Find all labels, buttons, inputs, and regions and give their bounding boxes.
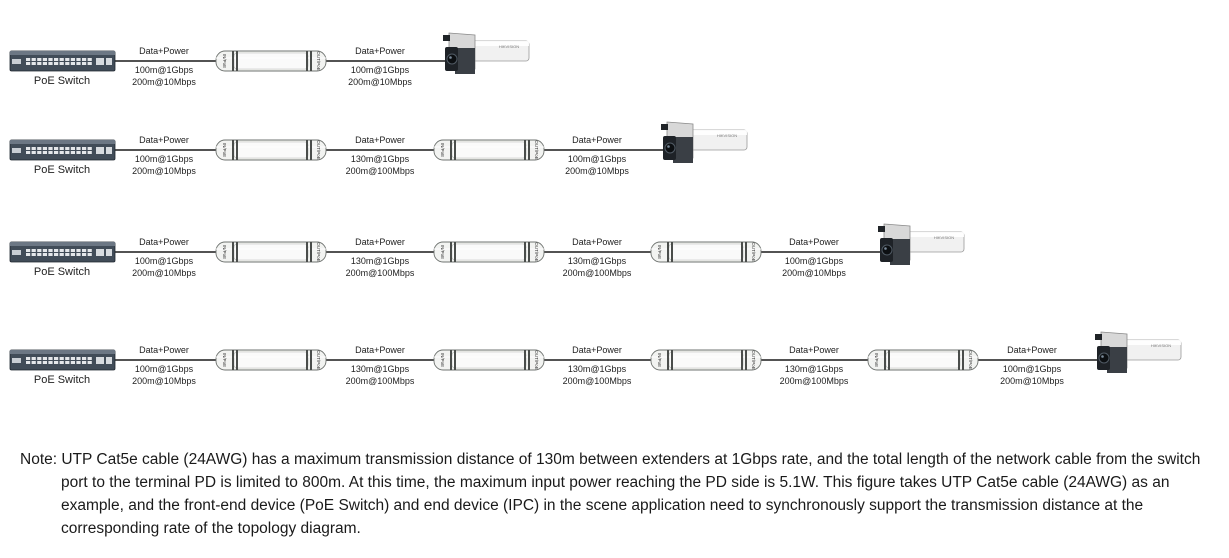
extender-out-port-label: OUT/PoE: [534, 140, 539, 159]
segment-label: Data+Power: [572, 345, 622, 355]
segment-rate-secondary: 200m@100Mbps: [780, 376, 849, 386]
camera-lens: [446, 53, 458, 65]
segment-rate-secondary: 200m@10Mbps: [132, 376, 196, 386]
segment-label: Data+Power: [355, 46, 405, 56]
segment-rate-secondary: 200m@10Mbps: [132, 268, 196, 278]
segment-rate-primary: 100m@1Gbps: [135, 256, 194, 266]
camera-lens: [664, 142, 676, 154]
segment-rate-primary: 130m@1Gbps: [785, 364, 844, 374]
poe-switch: PoE Switch: [9, 349, 116, 386]
ethernet-extender: IN/PoE OUT/PoE: [433, 349, 545, 371]
segment-label: Data+Power: [789, 345, 839, 355]
extender-out-port-label: OUT/PoE: [751, 242, 756, 261]
segment-label: Data+Power: [355, 237, 405, 247]
extender-out-port-label: OUT/PoE: [316, 242, 321, 261]
note-continuation: port to the terminal PD is limited to 80…: [61, 474, 1170, 537]
segment-rate-secondary: 200m@100Mbps: [346, 268, 415, 278]
poe-switch: PoE Switch: [9, 139, 116, 176]
ethernet-extender: IN/PoE OUT/PoE: [433, 241, 545, 263]
extender-out-port-label: OUT/PoE: [751, 350, 756, 369]
segment-label: Data+Power: [355, 345, 405, 355]
extender-out-port-label: OUT/PoE: [316, 350, 321, 369]
poe-switch-label: PoE Switch: [34, 266, 90, 278]
segment-label: Data+Power: [139, 135, 189, 145]
note-text: Note: UTP Cat5e cable (24AWG) has a maxi…: [20, 448, 1215, 540]
segment-label: Data+Power: [572, 237, 622, 247]
segment-rate-secondary: 200m@100Mbps: [346, 166, 415, 176]
segment-rate-primary: 100m@1Gbps: [351, 65, 410, 75]
segment-rate-secondary: 200m@10Mbps: [348, 77, 412, 87]
segment-rate-primary: 130m@1Gbps: [568, 364, 627, 374]
segment-rate-primary: 100m@1Gbps: [135, 364, 194, 374]
camera-brand-label: HIKVISION: [717, 133, 737, 138]
segment-rate-primary: 100m@1Gbps: [785, 256, 844, 266]
extender-in-port-label: IN/PoE: [440, 353, 445, 367]
segment-label: Data+Power: [1007, 345, 1057, 355]
segment-rate-secondary: 200m@10Mbps: [132, 166, 196, 176]
segment-label: Data+Power: [355, 135, 405, 145]
ethernet-extender: IN/PoE OUT/PoE: [215, 241, 327, 263]
extender-out-port-label: OUT/PoE: [316, 140, 321, 159]
segment-rate-primary: 100m@1Gbps: [568, 154, 627, 164]
segment-rate-primary: 130m@1Gbps: [351, 154, 410, 164]
segment-label: Data+Power: [139, 237, 189, 247]
poe-switch: PoE Switch: [9, 50, 116, 87]
extender-in-port-label: IN/PoE: [222, 54, 227, 68]
extender-out-port-label: OUT/PoE: [534, 242, 539, 261]
ip-camera: HIKVISION: [1095, 331, 1182, 373]
segment-rate-primary: 100m@1Gbps: [1003, 364, 1062, 374]
extender-out-port-label: OUT/PoE: [534, 350, 539, 369]
extender-in-port-label: IN/PoE: [440, 143, 445, 157]
extender-in-port-label: IN/PoE: [657, 245, 662, 259]
ip-camera: HIKVISION: [443, 32, 530, 74]
camera-brand-label: HIKVISION: [1151, 343, 1171, 348]
extender-out-port-label: OUT/PoE: [968, 350, 973, 369]
segment-rate-secondary: 200m@100Mbps: [346, 376, 415, 386]
segment-label: Data+Power: [572, 135, 622, 145]
segment-label: Data+Power: [139, 345, 189, 355]
note-first-line: Note: UTP Cat5e cable (24AWG) has a maxi…: [20, 451, 1201, 468]
segment-rate-secondary: 200m@10Mbps: [1000, 376, 1064, 386]
ethernet-extender: IN/PoE OUT/PoE: [433, 139, 545, 161]
poe-switch-label: PoE Switch: [34, 164, 90, 176]
segment-rate-secondary: 200m@100Mbps: [563, 268, 632, 278]
poe-switch-label: PoE Switch: [34, 75, 90, 87]
extender-in-port-label: IN/PoE: [222, 245, 227, 259]
segment-label: Data+Power: [789, 237, 839, 247]
poe-switch: PoE Switch: [9, 241, 116, 278]
segment-rate-primary: 130m@1Gbps: [351, 256, 410, 266]
segment-rate-secondary: 200m@100Mbps: [563, 376, 632, 386]
extender-in-port-label: IN/PoE: [657, 353, 662, 367]
extender-in-port-label: IN/PoE: [222, 353, 227, 367]
segment-rate-primary: 130m@1Gbps: [568, 256, 627, 266]
segment-rate-primary: 100m@1Gbps: [135, 65, 194, 75]
ethernet-extender: IN/PoE OUT/PoE: [215, 349, 327, 371]
camera-brand-label: HIKVISION: [499, 44, 519, 49]
segment-rate-primary: 130m@1Gbps: [351, 364, 410, 374]
poe-switch-label: PoE Switch: [34, 374, 90, 386]
segment-rate-secondary: 200m@10Mbps: [565, 166, 629, 176]
segment-rate-secondary: 200m@10Mbps: [782, 268, 846, 278]
ip-camera: HIKVISION: [661, 121, 748, 163]
ethernet-extender: IN/PoE OUT/PoE: [215, 50, 327, 72]
ethernet-extender: IN/PoE OUT/PoE: [650, 241, 762, 263]
ethernet-extender: IN/PoE OUT/PoE: [215, 139, 327, 161]
camera-lens: [881, 244, 893, 256]
ethernet-extender: IN/PoE OUT/PoE: [650, 349, 762, 371]
camera-brand-label: HIKVISION: [934, 235, 954, 240]
ip-camera: HIKVISION: [878, 223, 965, 265]
extender-in-port-label: IN/PoE: [222, 143, 227, 157]
segment-label: Data+Power: [139, 46, 189, 56]
segment-rate-primary: 100m@1Gbps: [135, 154, 194, 164]
extender-in-port-label: IN/PoE: [874, 353, 879, 367]
ethernet-extender: IN/PoE OUT/PoE: [867, 349, 979, 371]
extender-out-port-label: OUT/PoE: [316, 51, 321, 70]
camera-lens: [1098, 352, 1110, 364]
segment-rate-secondary: 200m@10Mbps: [132, 77, 196, 87]
extender-in-port-label: IN/PoE: [440, 245, 445, 259]
